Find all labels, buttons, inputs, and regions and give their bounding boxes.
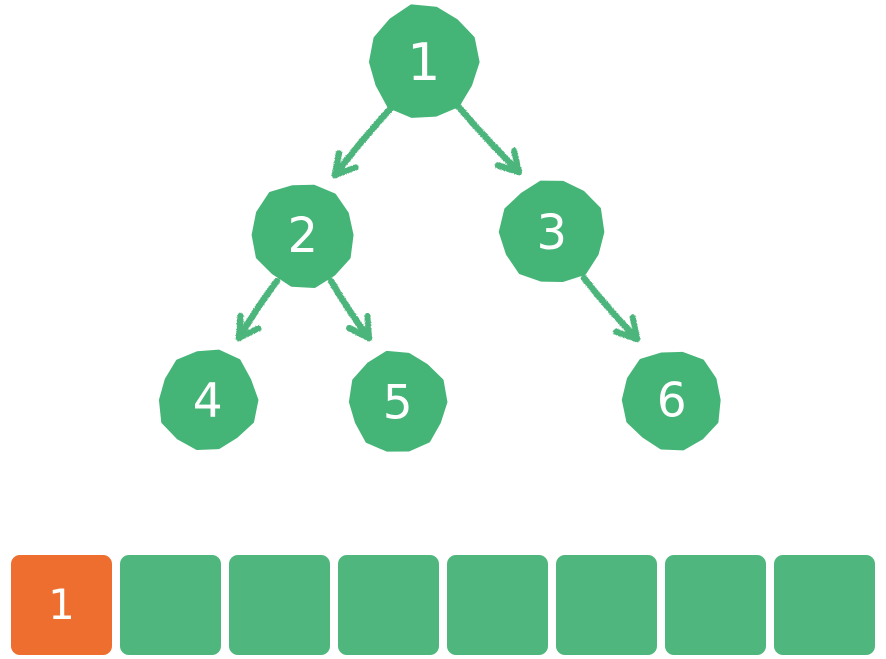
edge-arrowhead-barb <box>612 328 641 343</box>
traversal-output-array: 1 <box>11 555 875 655</box>
tree-node-label-5: 5 <box>383 376 413 431</box>
tree-node-5[interactable] <box>348 350 448 452</box>
tree-node-label-6: 6 <box>657 374 687 429</box>
array-cell-3[interactable] <box>338 555 439 655</box>
array-cell-1[interactable] <box>120 555 221 655</box>
tree-node-label-1: 1 <box>407 33 441 93</box>
tree-node-1[interactable] <box>368 4 480 118</box>
tree-node-4[interactable] <box>158 349 259 451</box>
tree-node-labels-group: 1 2 3 4 5 6 <box>193 33 687 431</box>
edge-shaft <box>580 274 641 343</box>
edge-shaft <box>331 103 396 179</box>
array-cell-value: 1 <box>48 580 75 629</box>
tree-node-label-3: 3 <box>536 205 567 261</box>
edge-arrowhead-barb <box>494 162 523 176</box>
tree-node-label-2: 2 <box>287 208 318 264</box>
edge-arrowhead-barb <box>331 150 343 179</box>
array-cell-2[interactable] <box>229 555 330 655</box>
edge-arrowhead-barb <box>511 147 522 175</box>
edge-arrowhead-barb <box>332 164 359 178</box>
array-cell-5[interactable] <box>556 555 657 655</box>
binary-tree-graphic: 1 2 3 4 5 6 <box>158 4 721 452</box>
tree-node-label-4: 4 <box>193 374 223 429</box>
edge-arrowhead-barb <box>346 324 373 342</box>
edge-arrowhead-barb <box>364 313 372 341</box>
tree-nodes-group <box>158 4 721 452</box>
tree-edge-arrow <box>580 274 641 343</box>
tree-edge-arrow <box>327 277 373 342</box>
array-cell-6[interactable] <box>665 555 766 655</box>
edge-shaft <box>454 102 523 176</box>
array-cell-4[interactable] <box>447 555 548 655</box>
tree-edge-arrow <box>331 103 396 179</box>
tree-edges-group <box>235 102 641 343</box>
tree-node-3[interactable] <box>498 180 605 282</box>
array-cell-7[interactable] <box>774 555 875 655</box>
tree-node-2[interactable] <box>251 184 354 288</box>
tree-node-6[interactable] <box>621 351 721 451</box>
edge-arrowhead-barb <box>236 325 262 341</box>
edge-arrowhead-barb <box>235 312 244 342</box>
tree-edge-arrow <box>454 102 523 176</box>
binary-tree-panel: 1 2 3 4 5 6 <box>158 4 721 452</box>
edge-arrowhead-barb <box>629 314 640 342</box>
tree-edge-arrow <box>235 277 281 342</box>
array-cell-0[interactable]: 1 <box>11 555 112 655</box>
